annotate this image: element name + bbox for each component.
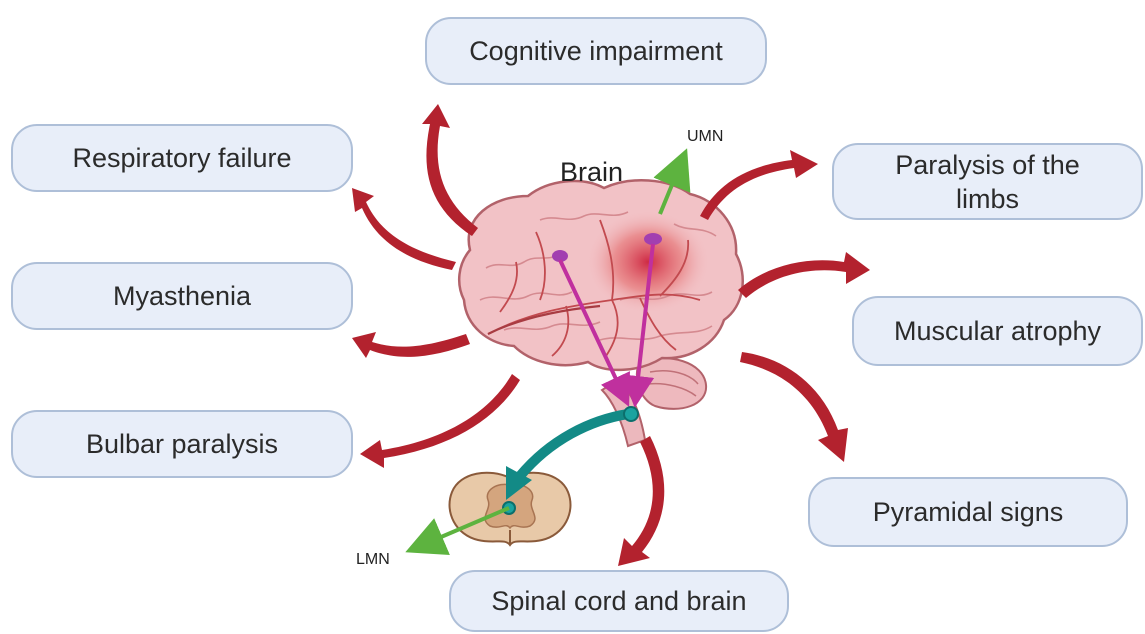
brain-label: Brain [560,157,623,188]
arrow-to-muscular-atrophy [738,252,870,298]
box-respiratory-failure: Respiratory failure [11,124,353,192]
box-bulbar-paralysis: Bulbar paralysis [11,410,353,478]
lmn-label: LMN [356,551,390,569]
box-cognitive-impairment: Cognitive impairment [425,17,767,85]
box-spinal-cord-and-brain: Spinal cord and brain [449,570,789,632]
brainstem-node [624,407,638,421]
arrow-to-spinal-cord-and-brain [618,436,664,566]
brainstem [602,358,706,446]
box-myasthenia: Myasthenia [11,262,353,330]
brain-illustration [459,180,743,370]
arrow-to-myasthenia [352,332,470,358]
box-pyramidal-signs: Pyramidal signs [808,477,1128,547]
box-muscular-atrophy: Muscular atrophy [852,296,1143,366]
arrow-to-cognitive-impairment [422,104,478,236]
umn-label: UMN [687,128,723,146]
arrow-to-pyramidal-signs [740,352,848,462]
arrow-to-bulbar-paralysis [360,374,520,468]
box-paralysis-of-the-limbs: Paralysis of the limbs [832,143,1143,220]
